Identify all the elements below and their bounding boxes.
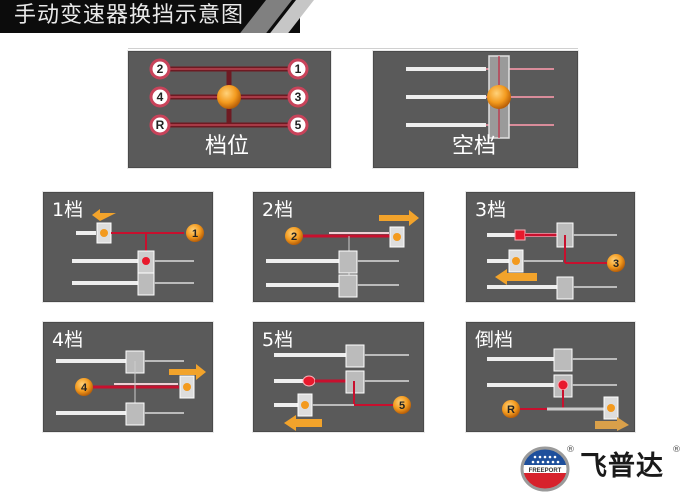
- svg-text:3: 3: [613, 258, 619, 270]
- panel-gear-4: 4 4档: [43, 322, 213, 432]
- shift-knob-icon: [217, 85, 241, 109]
- arrow-right-icon: [379, 210, 419, 226]
- gear-badge-icon: [186, 224, 204, 242]
- svg-text:2: 2: [291, 231, 297, 243]
- gear-badge-4: 4: [157, 90, 164, 104]
- svg-text:R: R: [507, 404, 515, 416]
- gear-label: 倒档: [475, 329, 514, 351]
- registered-mark: ®: [566, 445, 575, 455]
- panel-gear-3: 3 3档: [466, 192, 635, 302]
- registered-mark: ®: [672, 445, 681, 455]
- page-title: 手动变速器换挡示意图: [14, 3, 245, 28]
- header-banner: 手动变速器换挡示意图: [0, 0, 300, 33]
- neutral-diagram: [406, 55, 554, 139]
- gear-label: 1档: [52, 199, 84, 221]
- caption: 档位: [205, 134, 250, 159]
- gear-label: 5档: [262, 329, 294, 351]
- svg-text:5: 5: [399, 400, 405, 412]
- arrow-right-icon: [595, 417, 629, 431]
- panel-gear-positions: 2 1 4 3 R 5 档位: [128, 51, 331, 168]
- gear-label: 3档: [475, 199, 507, 221]
- svg-text:FREEPORT: FREEPORT: [529, 468, 562, 474]
- shift-knob-icon: [487, 85, 511, 109]
- gear-badge-2: 2: [157, 62, 164, 76]
- svg-text:4: 4: [81, 382, 88, 394]
- gear-badge-icon: [285, 227, 303, 245]
- gear-badge-icon: [607, 254, 625, 272]
- divider: [128, 48, 578, 49]
- arrow-left-icon: [92, 209, 116, 221]
- gear-badge-5: 5: [295, 118, 302, 132]
- gear-label: 4档: [52, 329, 84, 351]
- brand-name: 飞普达: [580, 451, 664, 482]
- svg-text:1: 1: [192, 228, 198, 240]
- panel-gear-5: 5 5档: [253, 322, 424, 432]
- panel-neutral: 空档: [373, 51, 578, 168]
- gear-badge-r: R: [156, 118, 165, 132]
- gear-badge-icon: [393, 396, 411, 414]
- arrow-left-icon: [495, 269, 537, 285]
- gear-label: 2档: [262, 199, 294, 221]
- gear-badge-3: 3: [295, 90, 302, 104]
- shift-pattern-diagram: 2 1 4 3 R 5: [149, 58, 309, 136]
- panel-gear-1: 1 1档: [43, 192, 213, 302]
- gear-badge-icon: [75, 378, 93, 396]
- panel-gear-reverse: R 倒档: [466, 322, 635, 432]
- arrow-left-icon: [284, 415, 322, 431]
- caption: 空档: [452, 134, 497, 159]
- gear-badge-icon: [502, 400, 520, 418]
- panel-gear-2: 2 2档: [253, 192, 424, 302]
- gear-badge-1: 1: [295, 62, 302, 76]
- freeport-logo: FREEPORT: [520, 446, 570, 492]
- arrow-right-icon: [169, 364, 206, 380]
